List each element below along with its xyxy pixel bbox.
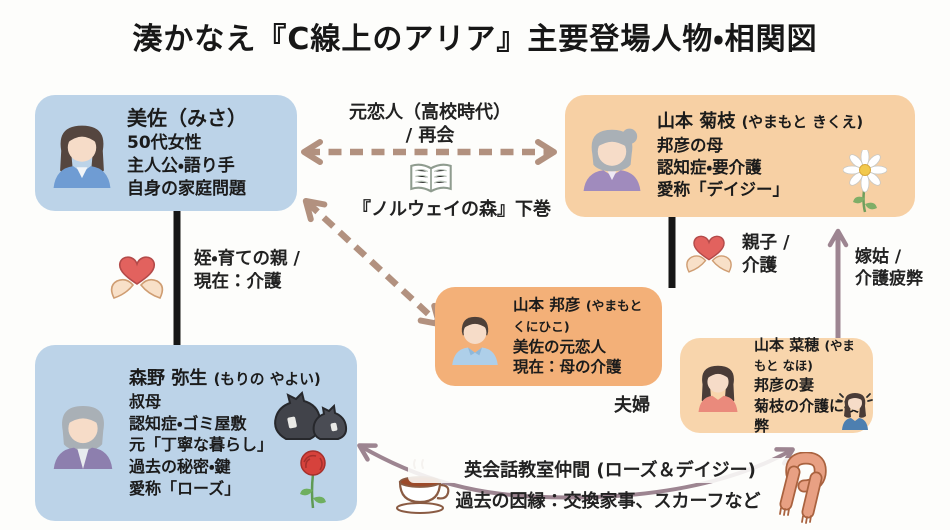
character-box-kunihiko: 山本 邦彦 (やまもと くにひこ) 美佐の元恋人 現在：母の介護 [435,287,662,386]
english-class-label: 英会話教室仲間 (ローズ＆デイジー) [408,458,812,484]
naho-name: 山本 菜穂 [754,335,820,354]
yayoi-name: 森野 弥生 [129,367,208,389]
naho-trait: 邦彦の妻 [754,376,815,395]
kikue-trait: 愛称「デイジー」 [657,180,789,200]
character-box-misa: 美佐（みさ） 50代女性 主人公・語り手 自身の家庭問題 [35,95,297,211]
in-laws-label: 嫁姑 / 介護疲弊 [855,247,923,290]
misa-name: 美佐（みさ） [127,106,247,131]
stressed-person-icon [837,393,873,430]
yayoi-trait: 愛称「ローズ」 [129,478,241,498]
yayoi-kana: (もりの やよい) [213,370,321,388]
misa-trait: 50代女性 [127,133,202,154]
heart-in-hands-icon [686,235,732,273]
daisy-icon [843,150,887,213]
kikue-trait: 邦彦の母 [657,135,723,155]
exlovers-diagonal-dashed-arrow [302,197,443,328]
misa-avatar-icon [53,125,111,188]
heart-in-hands-icon [110,256,164,299]
exlovers-label: 元恋人（高校時代） / 再会 [349,102,511,147]
scarf-icon [779,452,827,524]
kunihiko-trait: 美佐の元恋人 [513,337,607,356]
yayoi-trait: 過去の秘密・鍵 [129,456,231,476]
yayoi-trait: 元「丁寧な暮らし」 [129,435,274,455]
kunihiko-name: 山本 邦彦 [513,295,581,314]
yayoi-trait: 叔母 [129,392,162,412]
yayoi-avatar-icon [53,406,113,469]
kunihiko-avatar-icon [452,316,498,365]
character-box-kikue: 山本 菊枝 (やまもと きくえ) 邦彦の母 認知症・要介護 愛称「デイジー」 [565,95,915,217]
rose-icon [300,450,326,509]
yayoi-trait: 認知症・ゴミ屋敷 [129,413,247,433]
misa-trait: 自身の家庭問題 [127,178,246,199]
couple-label: 夫婦 [614,395,650,416]
character-box-naho: 山本 菜穂 (やまもと なほ) 邦彦の妻 菊枝の介護に疲弊 [680,335,873,435]
kunihiko-trait: 現在：母の介護 [513,358,622,377]
open-book-icon [410,163,452,193]
misa-trait: 主人公・語り手 [127,156,235,177]
niece-care-label: 姪・育ての親 / 現在：介護 [194,249,300,292]
naho-trait: 菊枝の介護に疲弊 [754,396,860,435]
parent-child-label: 親子 / 介護 [742,233,790,276]
kikue-avatar-icon [583,128,641,191]
kikue-name: 山本 菊枝 [657,111,736,133]
garbage-bags-icon [274,391,348,440]
book-caption: 『ノルウェイの森』下巻 [353,199,551,220]
kikue-trait: 認知症・要介護 [657,158,762,178]
naho-kana: (やまもと なほ) [754,338,855,374]
kunihiko-kana: (やまもと くにひこ) [513,297,643,334]
kikue-kana: (やまもと きくえ) [741,114,864,132]
past-grudge-label: 過去の因縁：交換家事、スカーフなど [455,491,761,512]
naho-avatar-icon [698,365,738,412]
diagram-title: 湊かなえ『C線上のアリア』主要登場人物・相関図 [132,22,818,57]
